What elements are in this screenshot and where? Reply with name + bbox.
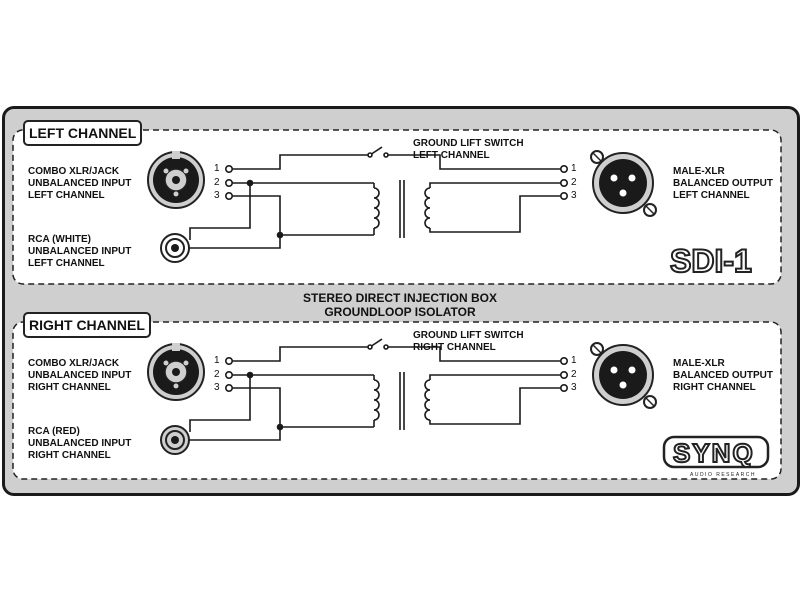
pin-label: 1 <box>214 355 220 366</box>
tab-right-channel: RIGHT CHANNEL <box>23 312 151 338</box>
brand-subtitle: AUDIO RESEARCH <box>690 472 756 478</box>
left-channel-section <box>12 129 782 285</box>
pin-label: 1 <box>571 163 577 174</box>
pin-label: 2 <box>571 369 577 380</box>
label-line: RCA (WHITE) <box>28 234 91 245</box>
left-combo-label: COMBO XLR/JACK UNBALANCED INPUT LEFT CHA… <box>28 166 131 202</box>
right-combo-label: COMBO XLR/JACK UNBALANCED INPUT RIGHT CH… <box>28 358 131 394</box>
product-subtitle: GROUNDLOOP ISOLATOR <box>324 305 476 319</box>
label-line: BALANCED OUTPUT <box>673 370 773 381</box>
pin-label: 3 <box>571 382 577 393</box>
pin-label: 3 <box>214 382 220 393</box>
label-line: UNBALANCED INPUT <box>28 438 132 449</box>
pin-label: 1 <box>214 163 220 174</box>
rca-jack-icon <box>160 233 190 263</box>
label-line: MALE-XLR <box>673 358 725 369</box>
label-line: RCA (RED) <box>28 426 80 437</box>
left-rca-label: RCA (WHITE) UNBALANCED INPUT LEFT CHANNE… <box>28 234 131 270</box>
male-xlr-icon <box>590 342 657 409</box>
left-wiring <box>189 146 568 249</box>
label-line: GROUND LIFT SWITCH <box>413 138 524 149</box>
pin-label: 3 <box>214 190 220 201</box>
label-line: RIGHT CHANNEL <box>28 450 111 461</box>
label-line: MALE-XLR <box>673 166 725 177</box>
left-output-label: MALE-XLR BALANCED OUTPUT LEFT CHANNEL <box>673 166 773 202</box>
brand-logo: SYNQ AUDIO RESEARCH <box>662 435 770 478</box>
tab-left-channel: LEFT CHANNEL <box>23 120 143 146</box>
pin-label: 2 <box>571 177 577 188</box>
left-channel-schematic: SDI-1 <box>12 129 782 285</box>
label-line: LEFT CHANNEL <box>673 190 750 201</box>
right-output-label: MALE-XLR BALANCED OUTPUT RIGHT CHANNEL <box>673 358 773 394</box>
pin-label: 2 <box>214 369 220 380</box>
label-line: RIGHT CHANNEL <box>28 382 111 393</box>
label-line: UNBALANCED INPUT <box>28 178 132 189</box>
label-line: COMBO XLR/JACK <box>28 358 120 369</box>
label-line: GROUND LIFT SWITCH <box>413 330 524 341</box>
brand-logo-text: SYNQ <box>673 438 755 468</box>
label-line: COMBO XLR/JACK <box>28 166 120 177</box>
product-title: STEREO DIRECT INJECTION BOX <box>302 291 498 305</box>
right-rca-label: RCA (RED) UNBALANCED INPUT RIGHT CHANNEL <box>28 426 131 462</box>
label-line: BALANCED OUTPUT <box>673 178 773 189</box>
combo-jack-icon <box>147 343 205 401</box>
right-channel-schematic: SYNQ AUDIO RESEARCH <box>12 321 782 480</box>
male-xlr-icon <box>590 150 657 217</box>
label-line: LEFT CHANNEL <box>28 190 105 201</box>
pin-label: 2 <box>214 177 220 188</box>
rca-jack-icon <box>160 425 190 455</box>
label-line: UNBALANCED INPUT <box>28 370 132 381</box>
model-logo: SDI-1 <box>670 243 752 279</box>
left-switch-label: GROUND LIFT SWITCH LEFT CHANNEL <box>413 138 524 162</box>
label-line: UNBALANCED INPUT <box>28 246 132 257</box>
label-line: LEFT CHANNEL <box>28 258 105 269</box>
pin-label: 3 <box>571 190 577 201</box>
combo-jack-icon <box>147 151 205 209</box>
right-switch-label: GROUND LIFT SWITCH RIGHT CHANNEL <box>413 330 524 354</box>
label-line: LEFT CHANNEL <box>413 150 490 161</box>
label-line: RIGHT CHANNEL <box>673 382 756 393</box>
label-line: RIGHT CHANNEL <box>413 342 496 353</box>
pin-label: 1 <box>571 355 577 366</box>
right-wiring <box>189 338 568 441</box>
